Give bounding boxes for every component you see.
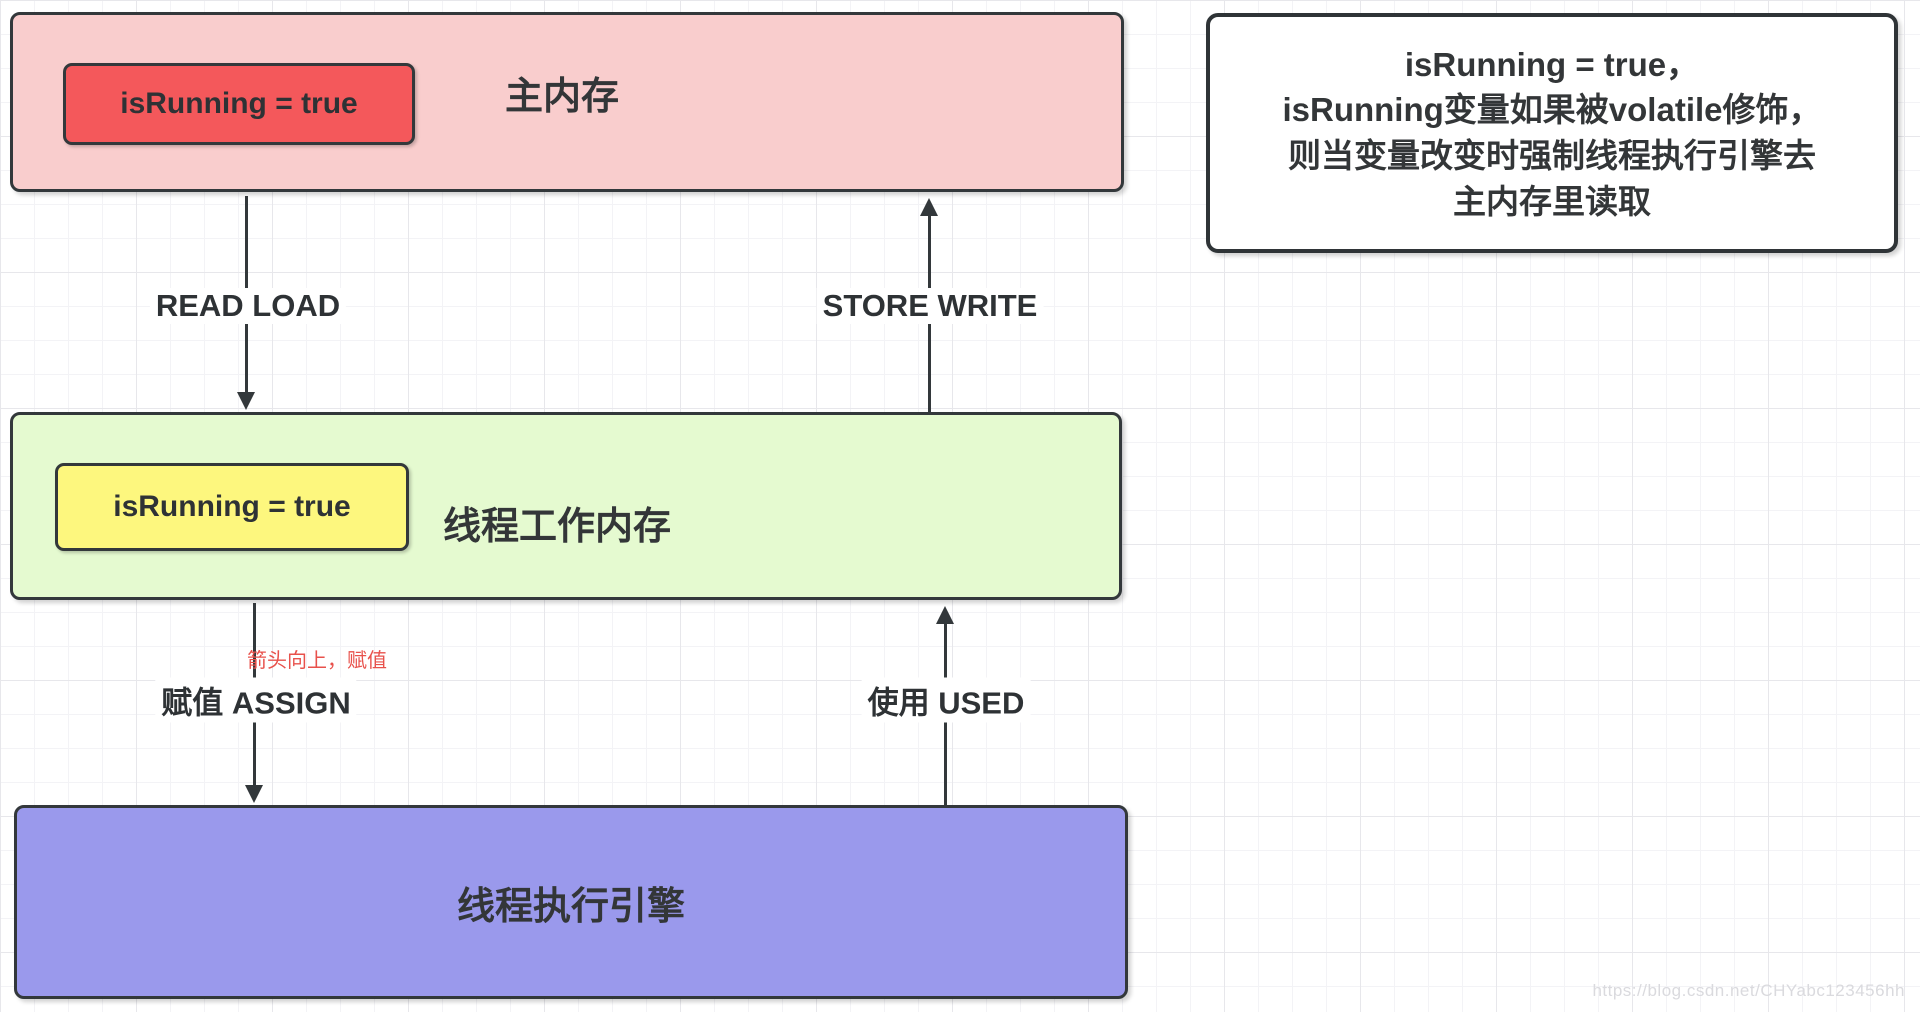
engine-box: 线程执行引擎: [14, 805, 1128, 999]
used-edge-label: 使用 USED: [861, 677, 1031, 723]
store-write-arrowhead-icon: [920, 198, 938, 216]
working-memory-label: 线程工作内存: [443, 506, 672, 548]
note-line-4: 主内存里读取: [1453, 182, 1651, 220]
isrunning-chip-working-text: isRunning = true: [113, 490, 351, 523]
used-arrowhead-icon: [936, 606, 954, 624]
working-memory-box: isRunning = true 线程工作内存: [10, 412, 1122, 600]
isrunning-chip-main-memory: isRunning = true: [63, 63, 415, 145]
engine-label: 线程执行引擎: [456, 885, 685, 928]
main-memory-box: isRunning = true 主内存: [10, 12, 1124, 192]
note-box: isRunning = true， isRunning变量如果被volatile…: [1206, 13, 1898, 253]
note-line-2: isRunning变量如果被volatile修饰，: [1282, 91, 1822, 129]
assign-arrowhead-icon: [245, 785, 263, 803]
annotation-text: 箭头向上，赋值: [247, 650, 387, 672]
store-write-edge-label: STORE WRITE: [816, 288, 1044, 324]
note-line-3: 则当变量改变时强制线程执行引擎去: [1288, 137, 1816, 174]
main-memory-label: 主内存: [505, 76, 620, 118]
isrunning-chip-working-memory: isRunning = true: [55, 463, 409, 551]
read-load-edge-label: READ LOAD: [149, 288, 347, 324]
note-line-1: isRunning = true，: [1404, 45, 1700, 83]
watermark-text: https://blog.csdn.net/CHYabc123456hh: [1592, 981, 1905, 1000]
read-load-arrowhead-icon: [237, 392, 255, 410]
isrunning-chip-main-text: isRunning = true: [120, 87, 358, 120]
assign-edge-label: 赋值 ASSIGN: [155, 677, 357, 723]
